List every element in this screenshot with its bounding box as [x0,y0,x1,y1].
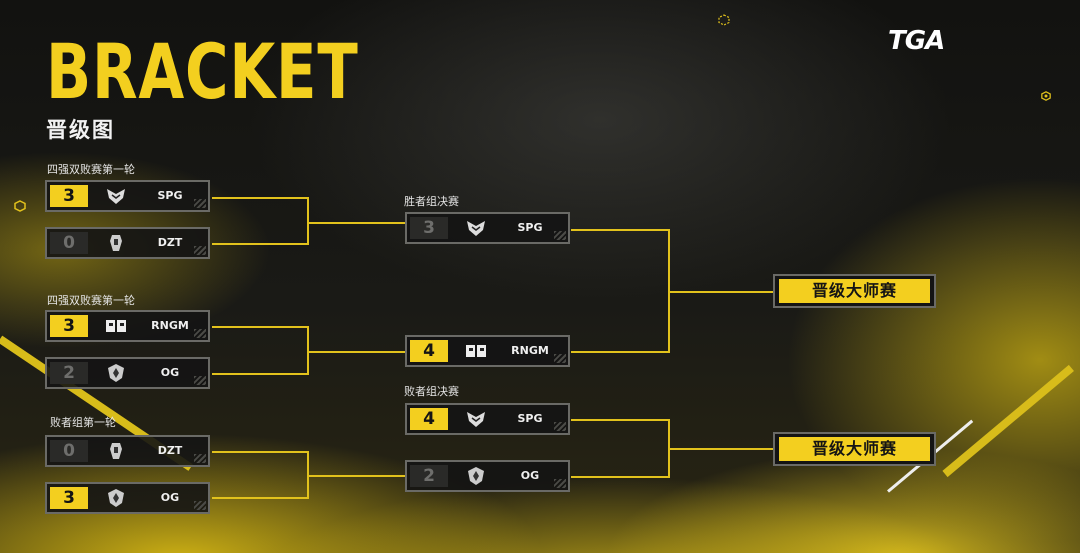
connector-line [309,222,405,224]
match-slot: 3 RNGM [45,310,210,342]
decor-hatch [554,479,566,488]
og-logo-icon [108,489,124,507]
connector-line [571,476,670,478]
og-logo-icon [108,364,124,382]
connector-line [307,326,309,375]
match-slot: 0 DZT [45,435,210,467]
hexagon-icon [1041,91,1051,101]
team-name: OG [520,469,540,482]
advance-badge: 晋级大师赛 [773,432,936,466]
advance-label: 晋级大师赛 [779,437,930,461]
round-label-upper-r1-a: 四强双败赛第一轮 [47,163,135,176]
dzt-logo-icon [110,235,122,251]
team-name: SPG [157,189,183,202]
connector-line [212,451,309,453]
team-score: 4 [410,408,448,430]
connector-line [307,451,309,499]
decor-stripe [942,364,1074,478]
match-slot: 3 SPG [45,180,210,212]
team-name: DZT [157,444,183,457]
decor-hatch [194,329,206,338]
team-score: 0 [50,440,88,462]
team-score: 3 [50,185,88,207]
team-score: 4 [410,340,448,362]
connector-line [212,197,309,199]
connector-line [212,326,309,328]
connector-line [571,229,670,231]
team-name: RNGM [151,319,189,332]
connector-line [307,197,309,245]
match-slot: 0 DZT [45,227,210,259]
match-slot: 3 SPG [405,212,570,244]
round-label-upper-final: 胜者组决赛 [404,195,459,208]
spg-logo-icon [467,221,485,236]
advance-label: 晋级大师赛 [779,279,930,303]
team-score: 3 [50,315,88,337]
connector-line [309,475,405,477]
rngm-logo-icon [466,345,486,357]
round-label-lower-final: 败者组决赛 [404,385,459,398]
connector-line [670,291,773,293]
connector-line [670,448,773,450]
connector-line [668,229,670,353]
rngm-logo-icon [106,320,126,332]
decor-hatch [554,422,566,431]
connector-line [212,243,309,245]
spg-logo-icon [107,189,125,204]
advance-badge: 晋级大师赛 [773,274,936,308]
tga-logo: TGA [888,26,945,56]
og-logo-icon [468,467,484,485]
team-name: DZT [157,236,183,249]
team-name: OG [160,366,180,379]
spg-logo-icon [467,412,485,427]
dzt-logo-icon [110,443,122,459]
team-score: 3 [50,487,88,509]
decor-hatch [194,246,206,255]
team-name: RNGM [511,344,549,357]
match-slot: 4 SPG [405,403,570,435]
decor-hatch [194,376,206,385]
match-slot: 3 OG [45,482,210,514]
decor-hatch [194,501,206,510]
connector-line [212,497,309,499]
connector-line [212,373,309,375]
match-slot: 2 OG [405,460,570,492]
decor-hatch [554,354,566,363]
hexagon-icon [14,200,26,212]
team-name: SPG [517,221,543,234]
decor-hatch [194,199,206,208]
team-score: 2 [410,465,448,487]
hexagon-icon [718,14,730,26]
round-label-upper-r1-b: 四强双败赛第一轮 [47,294,135,307]
page-subtitle: 晋级图 [46,118,115,142]
page-title: BRACKET [46,27,359,116]
match-slot: 4 RNGM [405,335,570,367]
team-score: 2 [50,362,88,384]
team-name: SPG [517,412,543,425]
round-label-lower-r1: 败者组第一轮 [50,416,116,429]
connector-line [571,351,670,353]
connector-line [571,419,670,421]
decor-hatch [554,231,566,240]
match-slot: 2 OG [45,357,210,389]
team-score: 0 [50,232,88,254]
decor-hatch [194,454,206,463]
team-name: OG [160,491,180,504]
connector-line [668,419,670,478]
team-score: 3 [410,217,448,239]
connector-line [309,351,405,353]
